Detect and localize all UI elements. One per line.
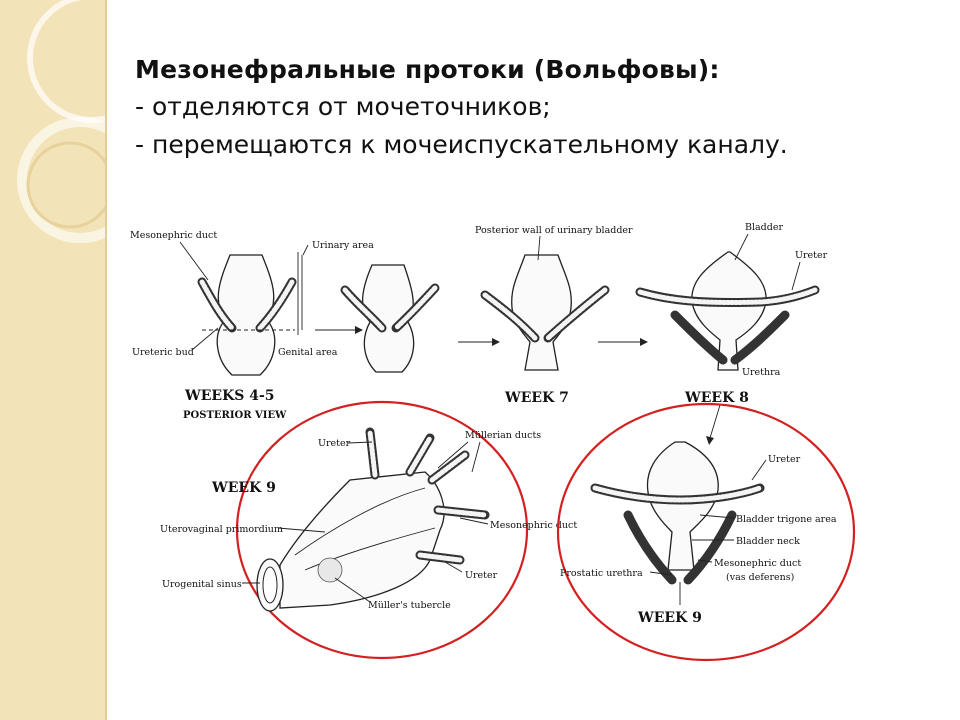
- label-vas-deferens: (vas deferens): [726, 572, 794, 583]
- label-week-9-right: WEEK 9: [637, 610, 702, 626]
- panel-week-5-6: [340, 264, 440, 373]
- label-urogenital-sinus: Urogenital sinus: [162, 579, 242, 590]
- label-mesonephric-duct-r: Mesonephric duct: [714, 558, 801, 569]
- bullet-separate-from-ureters: - отделяются от мочеточников;: [135, 92, 551, 121]
- decorative-side-strip: [0, 0, 107, 720]
- label-prostatic-urethra: Prostatic urethra: [560, 568, 643, 579]
- panel-week-8: [635, 251, 820, 371]
- right-circle-labels: Ureter Bladder trigone area Bladder neck…: [560, 454, 837, 626]
- label-ureter-l: Ureter: [318, 438, 351, 449]
- panel-week-9-female: [256, 427, 490, 612]
- label-posterior-wall: Posterior wall of urinary bladder: [475, 225, 633, 236]
- embryology-diagram: Mesonephric duct Urinary area Ureteric b…: [130, 222, 856, 662]
- label-posterior-view: POSTERIOR VIEW: [183, 410, 287, 421]
- bullet-move-to-urethra: - перемещаются к мочеиспускательному кан…: [135, 130, 788, 159]
- label-bladder: Bladder: [745, 222, 783, 233]
- label-ureteric-bud: Ureteric bud: [132, 347, 194, 358]
- slide-text: Мезонефральные протоки (Вольфовы): - отд…: [135, 52, 920, 164]
- label-uterovaginal: Uterovaginal primordium: [160, 524, 283, 535]
- label-bladder-neck: Bladder neck: [736, 536, 800, 547]
- highlight-circle-left: [235, 400, 529, 660]
- label-mullers-tubercle: Müller's tubercle: [368, 600, 451, 611]
- label-genital-area: Genital area: [278, 347, 338, 358]
- label-mesonephric-duct-l: Mesonephric duct: [490, 520, 577, 531]
- panel-weeks-4-5: [197, 252, 303, 376]
- panel-week-9-male: [590, 441, 765, 605]
- label-weeks-4-5: WEEKS 4-5: [184, 388, 275, 404]
- decorative-rings: [17, 0, 105, 243]
- label-bladder-trigone: Bladder trigone area: [736, 514, 837, 525]
- label-week-7: WEEK 7: [504, 390, 569, 406]
- label-week-9-left: WEEK 9: [211, 480, 276, 496]
- label-ureter-l2: Ureter: [465, 570, 498, 581]
- label-ureter-top: Ureter: [795, 250, 828, 261]
- label-mullerian-ducts: Müllerian ducts: [465, 430, 541, 441]
- label-urethra: Urethra: [742, 367, 781, 378]
- label-ureter-r: Ureter: [768, 454, 801, 465]
- slide-title: Мезонефральные протоки (Вольфовы):: [135, 55, 720, 84]
- flow-arrows: [315, 326, 721, 445]
- left-circle-labels: Ureter Müllerian ducts WEEK 9 Uterovagin…: [160, 430, 577, 611]
- panel-week-7: [480, 254, 610, 371]
- top-labels: Mesonephric duct Urinary area Ureteric b…: [130, 222, 828, 421]
- highlight-circle-right: [556, 402, 856, 662]
- label-week-8: WEEK 8: [684, 390, 749, 406]
- label-urinary-area: Urinary area: [312, 240, 374, 251]
- label-mesonephric-duct: Mesonephric duct: [130, 230, 217, 241]
